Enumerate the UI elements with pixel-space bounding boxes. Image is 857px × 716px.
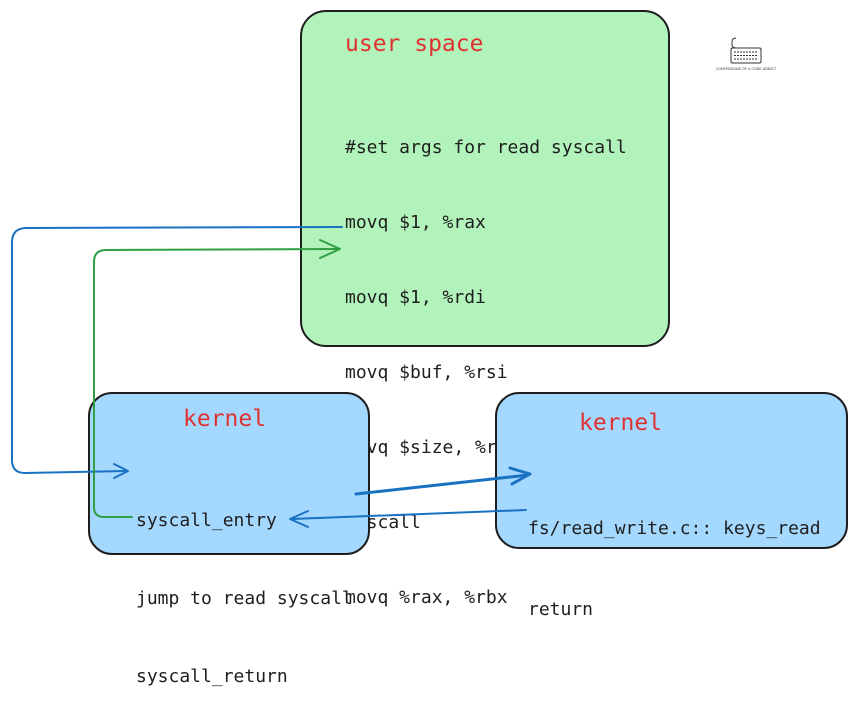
kernel-right-title: kernel <box>579 410 663 436</box>
code-line-keys-read: fs/read_write.c:: keys_read <box>528 518 821 539</box>
arrow-syscall-to-entry <box>11 226 343 479</box>
code-line: movq $1, %rdi <box>345 287 486 308</box>
arrow-jump-to-keys-read <box>354 466 532 496</box>
kernel-left-title: kernel <box>183 406 267 432</box>
flow-arrows <box>11 226 532 528</box>
keyboard-icon <box>730 37 762 64</box>
code-line-jump: jump to read syscall <box>136 588 353 609</box>
user-space-title: user space <box>345 31 484 57</box>
kernel-right-box <box>495 392 848 549</box>
code-line-syscall-return: syscall_return <box>136 666 288 687</box>
logo-caption: CONFESSIONS OF A CODE ADDICT <box>715 67 777 71</box>
code-line: #set args for read syscall <box>345 137 627 158</box>
arrow-return-to-syscall-return <box>289 509 527 528</box>
code-line: movq $1, %rax <box>345 212 486 233</box>
code-line-syscall-entry: syscall_entry <box>136 510 277 531</box>
code-line-return: return <box>528 599 594 620</box>
logo: CONFESSIONS OF A CODE ADDICT <box>710 36 782 76</box>
arrow-return-to-userspace <box>93 239 341 518</box>
user-space-box <box>300 10 670 347</box>
code-line: movq $buf, %rsi <box>345 362 508 383</box>
kernel-left-box <box>88 392 370 555</box>
